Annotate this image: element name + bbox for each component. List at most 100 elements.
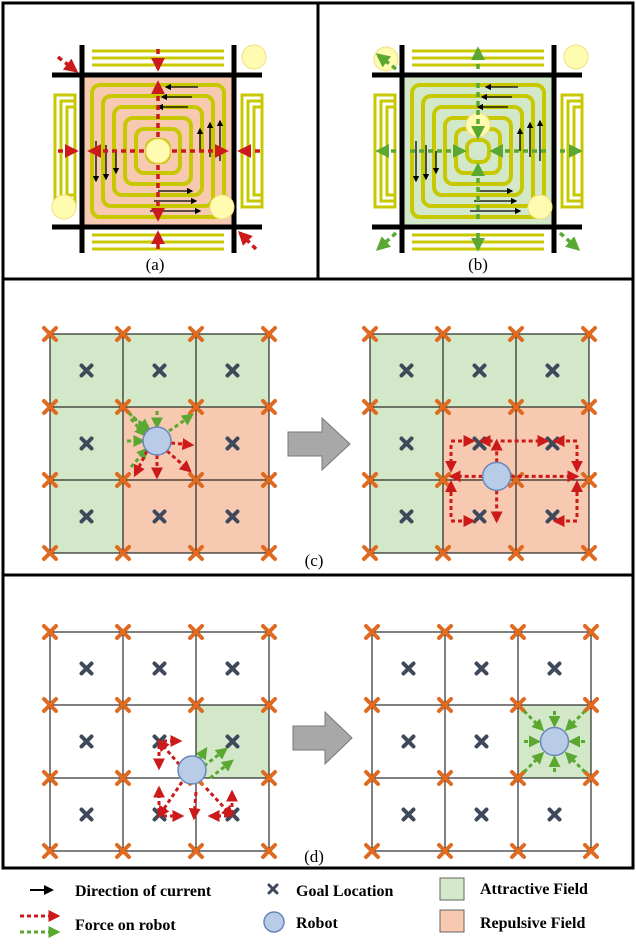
grid-node (510, 770, 526, 786)
grid-node (115, 843, 131, 859)
goal-marker-icon (267, 883, 279, 895)
grid-node (583, 770, 599, 786)
grid-node (261, 624, 277, 640)
panel-d-grid-before (42, 624, 277, 859)
panel-b-coil-array (372, 44, 589, 253)
grid-node (115, 624, 131, 640)
grid-node (42, 624, 58, 640)
legend: Direction of current Force on robot Goal… (20, 877, 588, 938)
light-spot (241, 44, 267, 70)
force-arrow (204, 786, 234, 818)
goal-marker (152, 363, 167, 378)
grid-node (115, 770, 131, 786)
light-spot (51, 194, 77, 220)
grid-node (508, 399, 524, 415)
grid-node (261, 843, 277, 859)
grid-node (364, 697, 380, 713)
grid-node (188, 399, 204, 415)
panel-b-label: (b) (468, 255, 488, 274)
force-arrow (375, 53, 398, 71)
light-spot (145, 138, 171, 164)
light-spot (209, 194, 235, 220)
force-arrow (564, 751, 587, 774)
robot (539, 726, 570, 757)
panel-c-grid-after (362, 326, 597, 561)
grid-node (437, 624, 453, 640)
goal-marker (225, 436, 240, 451)
legend-current-label: Direction of current (75, 883, 212, 900)
grid-node (188, 843, 204, 859)
goal-marker (79, 734, 94, 749)
goal-marker (401, 661, 416, 676)
grid-node (42, 326, 58, 342)
goal-marker (545, 509, 560, 524)
force-arrow (564, 709, 587, 732)
grid-node (583, 697, 599, 713)
goal-marker (399, 363, 414, 378)
goal-marker (152, 509, 167, 524)
grid-node (364, 770, 380, 786)
grid-node (188, 697, 204, 713)
robot (481, 461, 512, 492)
legend-repulsive-label: Repulsive Field (480, 915, 585, 932)
grid-node (581, 472, 597, 488)
grid-node (261, 399, 277, 415)
grid-node (437, 843, 453, 859)
figure-frames (1, 1, 635, 870)
force-arrow (170, 438, 195, 451)
force-arrow (56, 55, 79, 73)
panel-c-label: (c) (305, 551, 324, 570)
grid-node (362, 326, 378, 342)
robot (142, 426, 172, 456)
field-cell (402, 75, 554, 227)
grid-node (261, 770, 277, 786)
coil-turn (465, 138, 491, 164)
grid-node (261, 326, 277, 342)
grid-node (364, 843, 380, 859)
goal-marker (474, 661, 489, 676)
grid-node (435, 472, 451, 488)
grid-node (581, 399, 597, 415)
grid-node (261, 697, 277, 713)
goal-marker (225, 734, 240, 749)
goal-marker (79, 436, 94, 451)
goal-marker (545, 363, 560, 378)
goal-marker (547, 661, 562, 676)
transition-arrow-c (287, 416, 351, 472)
goal-marker (547, 807, 562, 822)
grid-node (42, 843, 58, 859)
goal-marker (474, 734, 489, 749)
neighbor-coil (252, 105, 264, 197)
goal-marker (79, 807, 94, 822)
grid-node (510, 843, 526, 859)
robot-icon (263, 911, 285, 933)
goal-marker (225, 661, 240, 676)
force-arrow (203, 747, 228, 768)
grid-node (510, 624, 526, 640)
grid-node (188, 545, 204, 561)
grid-node (42, 399, 58, 415)
grid-node (508, 326, 524, 342)
panel-a-coil-array (51, 44, 267, 253)
grid-node (435, 399, 451, 415)
panel-c-grid-before (42, 326, 277, 561)
grid-node (510, 697, 526, 713)
robot (177, 755, 207, 785)
goal-marker (152, 661, 167, 676)
attractive-swatch-icon (439, 877, 465, 901)
force-arrow (209, 759, 234, 780)
goal-marker (474, 807, 489, 822)
grid-node (362, 545, 378, 561)
grid-node (188, 326, 204, 342)
legend-goal-label: Goal Location (296, 883, 393, 900)
goal-marker (225, 363, 240, 378)
goal-marker (399, 436, 414, 451)
grid-node (435, 545, 451, 561)
grid-node (42, 472, 58, 488)
coil-turn (134, 127, 182, 175)
panel-d-label: (d) (304, 847, 324, 866)
light-spot (527, 194, 553, 220)
grid-node (364, 624, 380, 640)
force-arrow-icon (20, 910, 61, 938)
grid-node (437, 697, 453, 713)
